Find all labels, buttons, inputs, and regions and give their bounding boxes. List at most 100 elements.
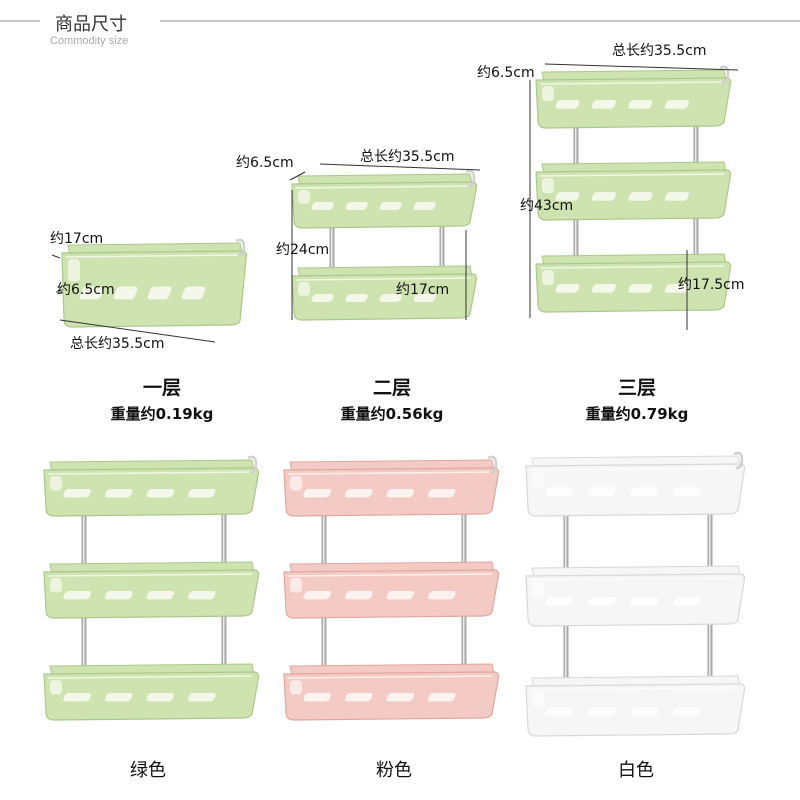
basket-rim-highlight <box>295 277 471 281</box>
basket-rim-highlight <box>65 254 241 258</box>
basket-rim-highlight <box>529 577 739 581</box>
rack-white <box>525 451 746 737</box>
basket-handle-hole <box>50 680 62 695</box>
basket-slot <box>427 591 456 600</box>
basket-slot <box>147 286 172 300</box>
basket-handle-hole <box>50 578 62 593</box>
pole-highlight <box>441 182 443 278</box>
basket-slot <box>427 693 456 702</box>
hook <box>465 169 476 188</box>
basket-rim-highlight <box>287 471 493 475</box>
dim-two-length: 总长约35.5cm <box>360 149 455 165</box>
basket-slot <box>591 192 616 201</box>
hook <box>719 65 730 84</box>
basket-slot <box>591 284 616 293</box>
basket-rim-highlight <box>47 471 253 475</box>
dim-one-height: 约17cm <box>50 231 104 247</box>
rack-one-tier <box>61 238 248 328</box>
hook <box>235 238 246 257</box>
basket-slot <box>386 693 414 702</box>
dim-two-total-height: 约24cm <box>276 242 330 258</box>
basket-rim-highlight <box>295 185 471 189</box>
basket-slot <box>379 294 402 302</box>
caption-two-tier: 二层 重量约0.56kg <box>292 373 492 424</box>
tier-name: 三层 <box>617 377 656 399</box>
basket-handle-hole <box>50 476 62 491</box>
basket-slot <box>630 707 659 717</box>
basket-slot <box>628 192 653 201</box>
basket-slot <box>664 100 689 109</box>
basket-slot <box>587 707 617 717</box>
basket-slot <box>628 100 653 109</box>
basket-slot <box>146 489 174 498</box>
basket-slot <box>386 489 414 498</box>
hook <box>247 455 258 474</box>
tier-weight: 重量约0.79kg <box>585 405 689 423</box>
color-label-green: 绿色 <box>130 760 166 781</box>
basket-slot <box>628 284 653 293</box>
dim-three-total-height: 约43cm <box>520 198 574 214</box>
basket-slot <box>555 100 580 109</box>
basket-slot <box>79 286 104 300</box>
basket-slot <box>345 294 368 302</box>
basket-slot <box>303 693 331 702</box>
basket-slot <box>104 693 133 702</box>
basket-slot <box>630 487 659 497</box>
dim-three-depth: 约6.5cm <box>477 65 535 81</box>
basket-slot <box>113 286 138 300</box>
header-line-right <box>160 20 800 22</box>
tier-name: 二层 <box>372 377 411 399</box>
basket-slot <box>555 284 580 293</box>
basket-slot <box>345 202 368 210</box>
basket-rim-highlight <box>47 573 253 577</box>
basket-slot <box>587 487 617 497</box>
basket-slot <box>379 202 402 210</box>
basket-slot <box>63 693 91 702</box>
basket-slot <box>303 591 331 600</box>
basket-handle-hole <box>542 270 554 286</box>
tier-weight: 重量约0.19kg <box>110 405 214 423</box>
basket-slot <box>630 597 659 607</box>
basket-handle-hole <box>532 472 544 488</box>
dim-three-gap: 约17.5cm <box>678 277 745 293</box>
color-label-white: 白色 <box>618 760 654 781</box>
basket-handle-hole <box>542 178 554 194</box>
dim-three-length: 总长约35.5cm <box>612 43 707 59</box>
basket-slot <box>672 707 702 717</box>
guide-three-length <box>544 63 739 71</box>
hook <box>487 455 498 474</box>
basket-handle-hole <box>542 86 554 102</box>
basket-slot <box>555 192 580 201</box>
hook <box>733 451 744 470</box>
basket-rim-highlight <box>529 687 739 691</box>
basket-slot <box>187 591 216 600</box>
basket-rim-highlight <box>287 573 493 577</box>
basket-slot <box>591 100 616 109</box>
basket-rim-highlight <box>539 81 725 85</box>
guide-one-height <box>51 254 61 259</box>
pole-highlight <box>331 222 333 274</box>
basket-slot <box>146 591 174 600</box>
basket-slot <box>187 693 216 702</box>
tier-name: 一层 <box>142 377 181 399</box>
basket-slot <box>146 693 174 702</box>
basket-handle-hole <box>298 190 310 204</box>
tier-weight: 重量约0.56kg <box>340 405 444 423</box>
dim-two-gap: 约17cm <box>396 282 450 298</box>
rack-pink <box>283 455 500 721</box>
basket-slot <box>427 489 456 498</box>
section-title: 商品尺寸 <box>55 14 127 35</box>
basket-slot <box>587 597 617 607</box>
basket-slot <box>672 597 702 607</box>
basket-rim-highlight <box>539 173 725 177</box>
basket-slot <box>63 489 91 498</box>
basket-slot <box>413 294 436 302</box>
guide-two-depth <box>289 171 306 181</box>
caption-three-tier: 三层 重量约0.79kg <box>537 373 737 424</box>
dim-one-length: 总长约35.5cm <box>70 336 165 352</box>
rack-green <box>43 455 260 721</box>
basket-slot <box>181 286 206 300</box>
basket-slot <box>672 487 702 497</box>
basket-slot <box>344 591 373 600</box>
basket-handle-hole <box>68 259 80 282</box>
